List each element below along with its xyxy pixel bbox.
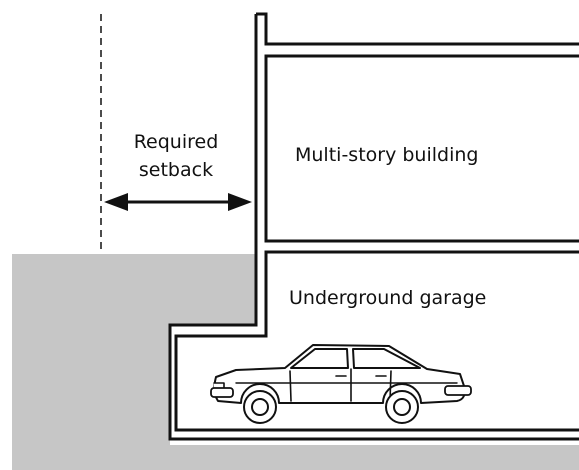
garage-label: Underground garage (289, 287, 486, 309)
building-label: Multi-story building (295, 144, 478, 166)
setback-label-line2: setback (139, 159, 213, 181)
setback-label-line1: Required (134, 131, 219, 153)
car-icon (210, 344, 472, 424)
double-arrow-icon (104, 193, 252, 211)
building-structure (168, 12, 579, 441)
ground-fill (12, 254, 579, 470)
